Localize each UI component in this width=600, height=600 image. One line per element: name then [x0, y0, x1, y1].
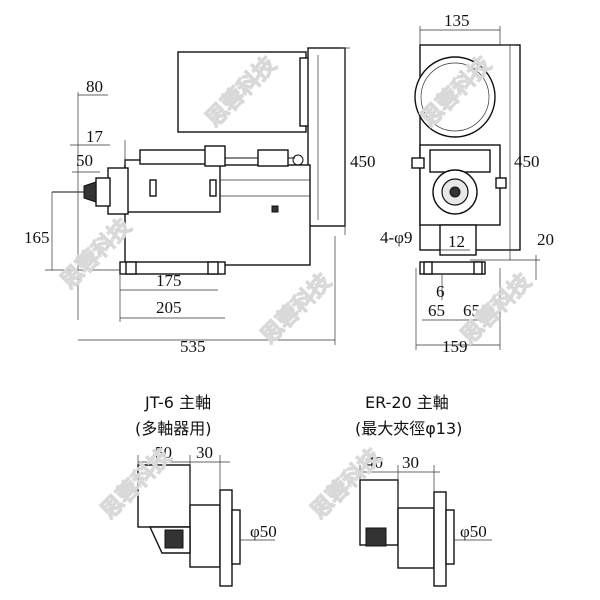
side-slide-knob — [204, 145, 226, 167]
side-upper-body — [124, 159, 221, 213]
dim-450-front: 450 — [514, 152, 540, 171]
er20-subtitle: (最大夾徑φ13) — [355, 419, 462, 438]
jt6-detail: JT-6 主軸 (多軸器用) 50 30 φ50 — [135, 393, 277, 587]
front-base — [419, 261, 486, 275]
er20-title: ER-20 主軸 — [365, 393, 449, 412]
side-bolt — [271, 205, 279, 213]
dim-jt6-50: 50 — [155, 443, 172, 462]
front-motor-circle — [414, 56, 496, 138]
front-top-block — [429, 149, 491, 173]
side-motor — [177, 51, 307, 133]
dim-er20-phi50: φ50 — [460, 522, 487, 541]
jt6-chuck — [164, 529, 184, 549]
dim-135: 135 — [444, 11, 470, 30]
front-view: 135 450 4-φ9 12 20 6 65 65 159 — [380, 11, 554, 356]
front-side-lever — [411, 157, 425, 169]
dim-65-right: 65 — [463, 301, 480, 320]
jt6-housing — [189, 504, 221, 568]
side-chuck — [83, 181, 97, 203]
dim-12: 12 — [448, 232, 465, 251]
side-base — [119, 261, 226, 275]
er20-housing — [397, 507, 435, 569]
side-slot-2 — [209, 179, 217, 197]
jt6-subtitle: (多軸器用) — [135, 419, 212, 438]
dim-205: 205 — [156, 298, 182, 317]
dim-17: 17 — [86, 127, 104, 146]
watermark: 思蓉科技 — [257, 269, 338, 350]
dim-535: 535 — [180, 337, 206, 356]
side-slot-1 — [149, 179, 157, 197]
side-screw-block — [257, 149, 289, 167]
jt6-flange — [219, 489, 233, 587]
er20-flange — [433, 491, 447, 587]
dim-jt6-30: 30 — [196, 443, 213, 462]
dim-er20-30: 30 — [402, 453, 419, 472]
side-front-plate — [107, 167, 129, 215]
dim-er20-40: 40 — [366, 453, 383, 472]
dim-165: 165 — [24, 228, 50, 247]
dim-jt6-phi50: φ50 — [250, 522, 277, 541]
er20-detail: ER-20 主軸 (最大夾徑φ13) 40 30 φ50 — [355, 393, 492, 587]
dim-159: 159 — [442, 337, 468, 356]
jt6-title: JT-6 主軸 — [144, 393, 211, 412]
er20-collet — [365, 527, 387, 547]
side-spindle-nose — [95, 177, 111, 207]
dim-50-side: 50 — [76, 151, 93, 170]
dim-175: 175 — [156, 271, 182, 290]
dim-20: 20 — [537, 230, 554, 249]
front-spindle-core — [449, 186, 461, 198]
side-view: 80 17 50 165 175 205 535 450 — [24, 47, 376, 356]
dim-80: 80 — [86, 77, 103, 96]
dim-450-side: 450 — [350, 152, 376, 171]
dim-4-phi9: 4-φ9 — [380, 228, 412, 247]
dim-6: 6 — [436, 282, 445, 301]
front-right-knob — [495, 177, 507, 189]
side-belt-housing — [307, 47, 346, 227]
dim-65-left: 65 — [428, 301, 445, 320]
